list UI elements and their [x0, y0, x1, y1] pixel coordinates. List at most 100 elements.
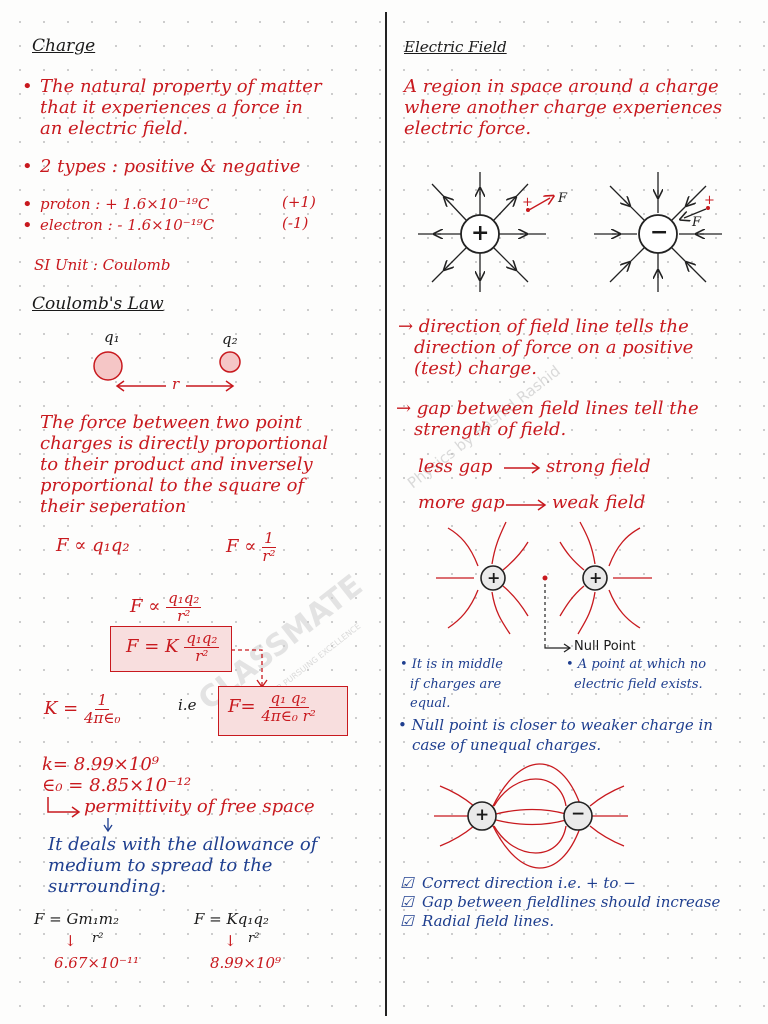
direction-line-1: → direction of field line tells the	[398, 316, 689, 337]
arrow-head-icon	[115, 380, 125, 392]
force-arrow	[528, 198, 550, 211]
force-arrow	[684, 208, 707, 218]
law-lhs: F = K	[126, 636, 179, 657]
middle-line-2: if charges are	[410, 677, 502, 692]
electron-sign: (-1)	[282, 214, 309, 232]
force-label-f: F	[692, 215, 702, 230]
charge-def-line-1: The natural property of matter	[40, 76, 322, 97]
direction-line-3: (test) charge.	[414, 358, 538, 379]
positive-sign: +	[471, 220, 490, 246]
arrow-head-icon	[531, 462, 541, 474]
ie-label: i.e	[178, 696, 197, 714]
k-den: 4π∈₀	[84, 708, 121, 727]
final-formula-box	[218, 686, 348, 736]
coulomb-compare-den: r²	[248, 931, 260, 946]
arrow-head-icon	[225, 380, 235, 392]
strong-field-label: strong field	[546, 456, 651, 477]
positive-radial-lines	[418, 172, 546, 292]
page-divider	[385, 12, 387, 1016]
epsilon-value: ∈₀ = 8.85×10⁻¹²	[42, 775, 192, 796]
more-gap-label: more gap	[418, 492, 505, 513]
null-point-dot	[542, 575, 548, 581]
test-charge-plus: +	[522, 195, 533, 210]
coulomb-desc-line-4: proportional to the square of	[40, 475, 305, 496]
bullet-dot: •	[22, 76, 33, 97]
dipole-positive-charge	[467, 801, 497, 831]
allowance-line-2: medium to spread to the	[48, 855, 273, 876]
negative-sign: −	[571, 804, 586, 824]
proton-charge: proton : + 1.6×10⁻¹⁹C	[40, 195, 210, 213]
check-item-3: Radial field lines.	[422, 912, 555, 930]
positive-sign: +	[475, 805, 490, 825]
arrow-head-icon	[537, 499, 547, 511]
gravitation-den: r²	[92, 931, 104, 946]
null-point-label: Null Point	[574, 639, 636, 654]
si-unit: SI Unit : Coulomb	[34, 256, 171, 274]
coulomb-desc-line-2: charges is directly proportional	[40, 433, 329, 454]
k-num: 1	[95, 691, 110, 710]
combined-lhs: F ∝	[130, 596, 161, 617]
final-den: 4π∈₀ r²	[261, 706, 316, 725]
negative-radial-lines	[594, 172, 722, 292]
inverse-num: 1	[262, 529, 276, 548]
dipole-negative-charge	[563, 801, 593, 831]
proportional-product: F ∝ q₁q₂	[56, 535, 130, 556]
field-def-line-2: where another charge experiences	[404, 97, 723, 118]
charge-q1	[93, 351, 123, 381]
inverse-lhs: F ∝	[226, 536, 257, 557]
allowance-line-3: surrounding.	[48, 876, 167, 897]
combined-num: q₁q₂	[166, 589, 202, 608]
closer-line-2: case of unequal charges.	[412, 736, 602, 754]
k-value: k= 8.99×10⁹	[42, 754, 159, 775]
field-def-line-3: electric force.	[404, 118, 532, 139]
check-item-1: Correct direction i.e. + to −	[422, 874, 636, 892]
checkbox-icon: ☑	[400, 893, 414, 911]
gap-line-1: → gap between field lines tell the	[396, 398, 699, 419]
gap-line-2: strength of field.	[414, 419, 567, 440]
positive-charge-circle	[460, 214, 500, 254]
bullet-dot: •	[22, 194, 33, 215]
charge-types: 2 types : positive & negative	[40, 156, 301, 177]
middle-line-3: equal.	[410, 696, 451, 711]
permittivity-label: permittivity of free space	[84, 796, 315, 817]
electron-charge: electron : - 1.6×10⁻¹⁹C	[40, 216, 215, 234]
left-positive-charge	[480, 565, 506, 591]
coulomb-compare-constant: 8.99×10⁹	[210, 954, 282, 972]
positive-sign: +	[487, 568, 501, 587]
test-charge-dot	[706, 206, 710, 210]
combined-den: r²	[177, 606, 191, 625]
coulomb-compare-formula: F = Kq₁q₂	[194, 910, 269, 928]
q1-label: q₁	[104, 328, 120, 346]
test-charge-plus: +	[704, 193, 715, 208]
test-charge-dot	[526, 208, 530, 212]
force-label-f: F	[558, 191, 568, 206]
law-num: q₁q₂	[184, 629, 220, 648]
middle-line-1: • It is in middle	[400, 657, 503, 672]
check-item-2: Gap between fieldlines should increase	[422, 893, 721, 911]
checkbox-icon: ☑	[400, 874, 414, 892]
inverse-den: r²	[262, 546, 276, 565]
law-den: r²	[195, 646, 209, 665]
closer-line-1: • Null point is closer to weaker charge …	[398, 716, 713, 734]
coulomb-desc-line-5: their seperation	[40, 496, 187, 517]
right-positive-charge	[582, 565, 608, 591]
gravitation-formula: F = Gm₁m₂	[34, 910, 119, 928]
electric-field-heading: Electric Field	[404, 38, 507, 56]
down-arrow-icon: ↓	[64, 932, 77, 950]
charge-def-line-3: an electric field.	[40, 118, 189, 139]
checkbox-icon: ☑	[400, 912, 414, 930]
null-def-line-2: electric field exists.	[574, 677, 703, 692]
k-lhs: K =	[44, 698, 79, 719]
charge-def-line-2: that it experiences a force in	[40, 97, 303, 118]
null-def-line-1: • A point at which no	[566, 657, 707, 672]
charge-heading: Charge	[32, 36, 96, 56]
